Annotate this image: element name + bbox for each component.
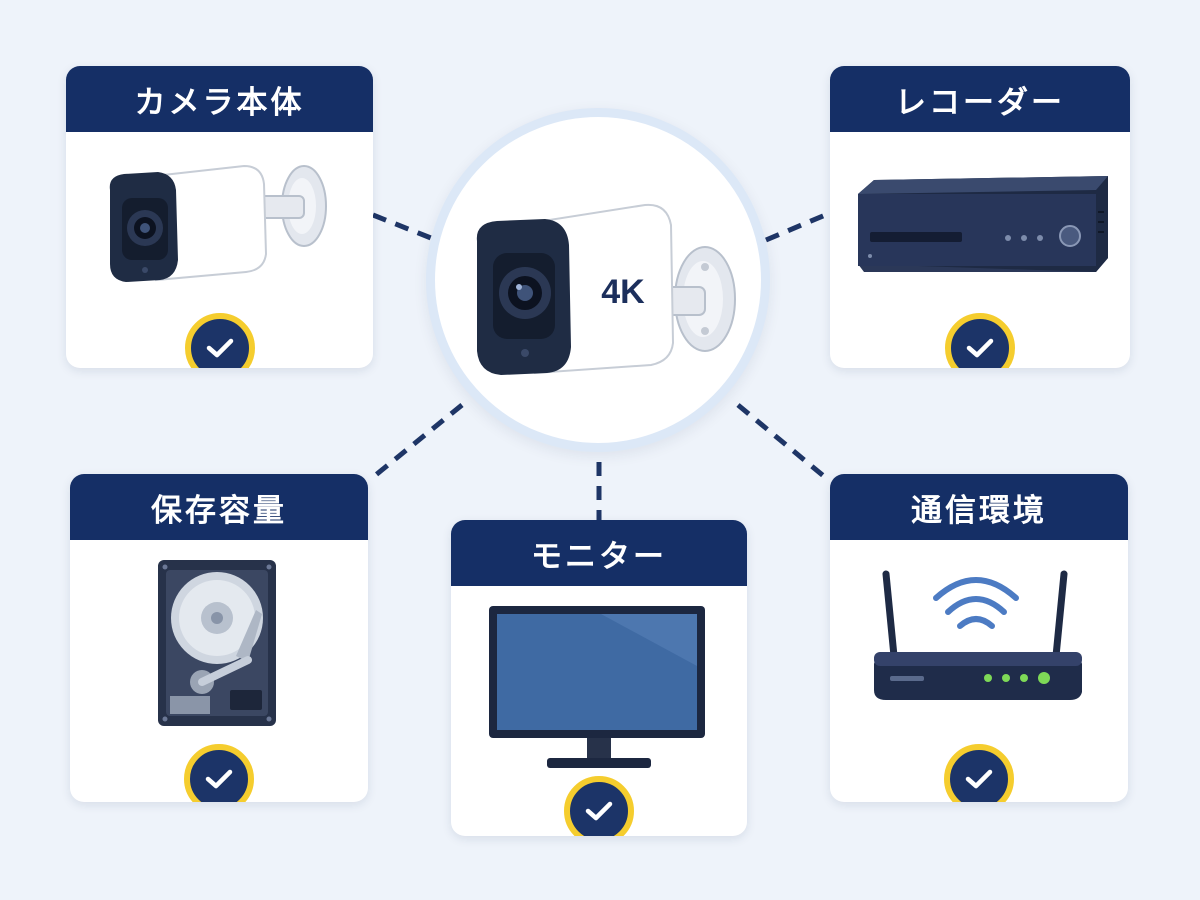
hard-drive-icon	[158, 560, 276, 726]
card-storage: 保存容量	[70, 474, 368, 802]
card-title: レコーダー	[830, 66, 1130, 132]
card-camera: カメラ本体	[66, 66, 373, 368]
bullet-camera-4k-icon: 4K	[476, 203, 736, 375]
recorder-icon	[858, 176, 1108, 272]
connector-camera	[372, 212, 437, 243]
connector-network	[736, 403, 828, 480]
card-title: 通信環境	[830, 474, 1128, 540]
check-icon	[206, 338, 233, 358]
check-icon	[966, 338, 994, 358]
card-title: モニター	[451, 520, 747, 586]
wifi-icon	[933, 577, 1019, 629]
checkmark-badge	[184, 744, 254, 802]
card-title: 保存容量	[70, 474, 368, 540]
checkmark-badge	[945, 313, 1015, 368]
check-icon	[205, 769, 233, 789]
checkmark-badge	[564, 776, 634, 836]
check-icon	[965, 769, 993, 789]
connector-storage	[370, 403, 464, 480]
checkmark-badge	[184, 313, 255, 368]
card-recorder: レコーダー	[830, 66, 1130, 368]
central-camera-hub: 4K	[426, 108, 770, 452]
checkmark-badge	[944, 744, 1014, 802]
bullet-camera-icon	[109, 164, 327, 282]
card-monitor: モニター	[451, 520, 747, 836]
wifi-router-icon	[874, 570, 1082, 700]
hub-badge: 4K	[601, 273, 645, 311]
check-icon	[585, 801, 613, 821]
monitor-icon	[489, 606, 705, 768]
connector-recorder	[765, 210, 831, 243]
card-title: カメラ本体	[66, 66, 373, 132]
card-network: 通信環境	[830, 474, 1128, 802]
